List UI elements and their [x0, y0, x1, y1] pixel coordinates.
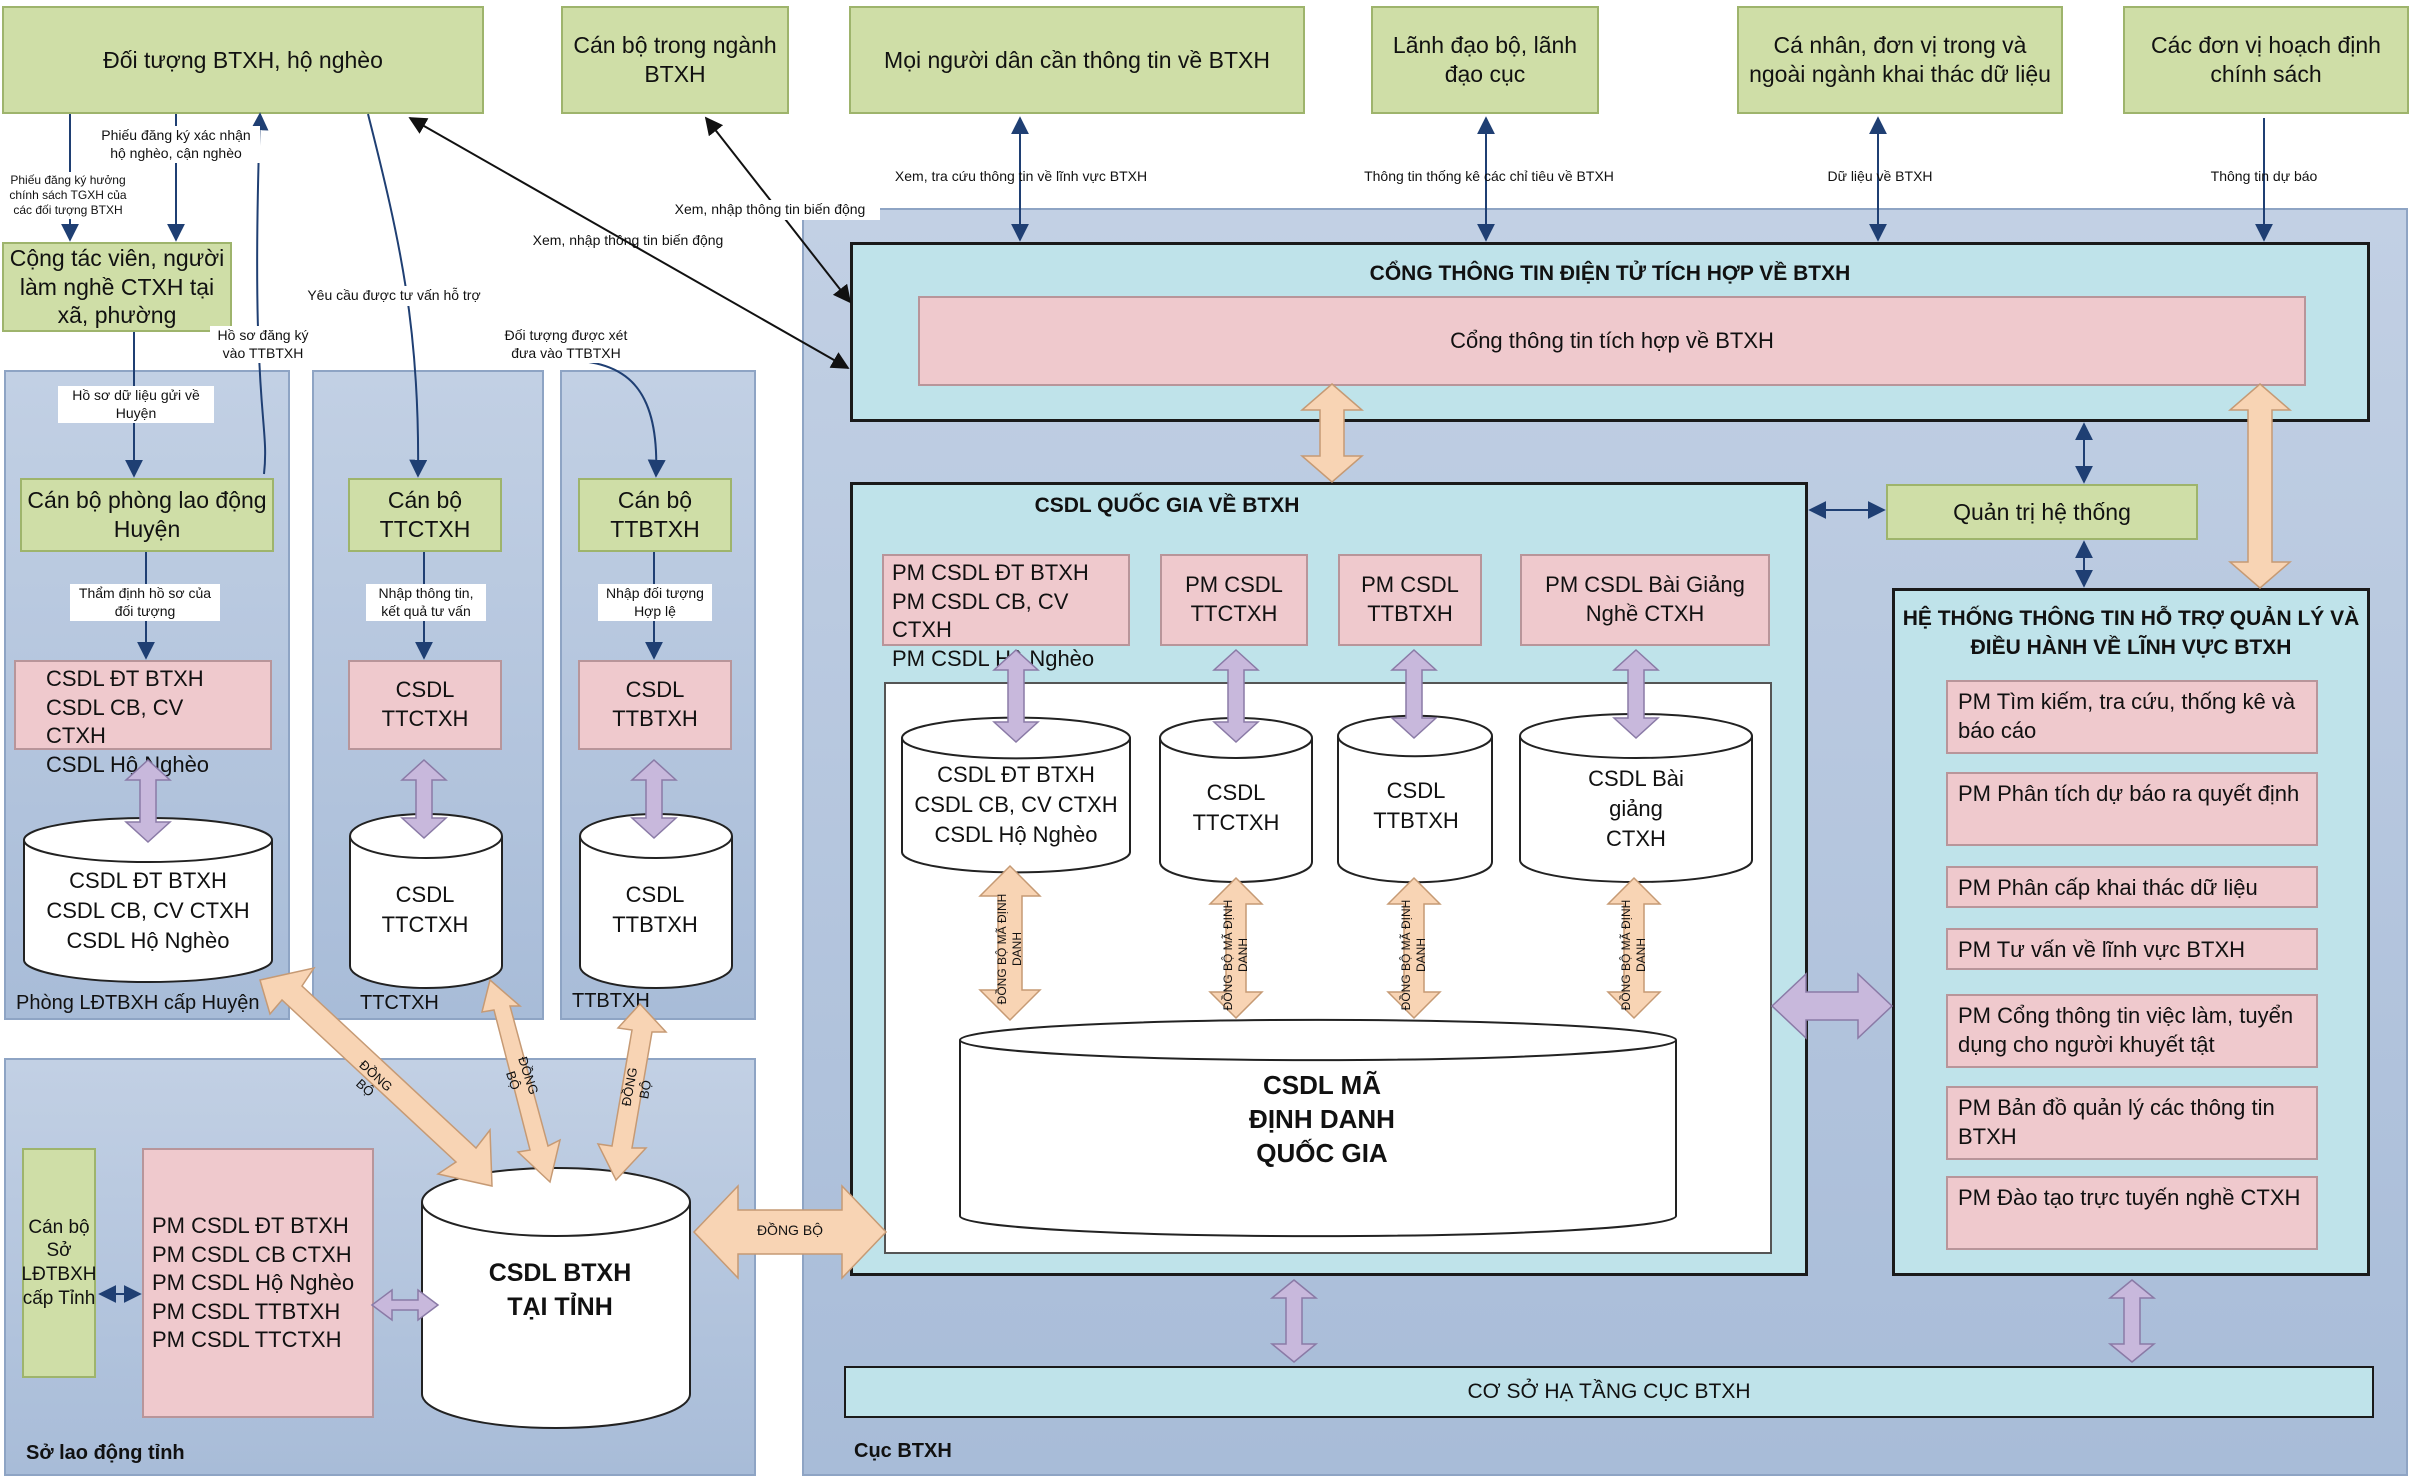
qg-cyl-text-1: CSDL TTCTXH	[1192, 780, 1280, 835]
qg-pm-2: PM CSDL TTBTXH	[1338, 554, 1482, 646]
ttbtxh-can-bo: Cán bộ TTBTXH	[578, 478, 732, 552]
lbl-tham-dinh: Thẩm định hồ sơ của đối tượng	[70, 584, 220, 621]
he-thong-item-2: PM Phân cấp khai thác dữ liệu	[1946, 866, 2318, 908]
lbl-ho-so-ttbtxh: Hồ sơ đăng ký vào TTBTXH	[210, 326, 316, 363]
he-thong-item-1: PM Phân tích dự báo ra quyết định	[1946, 772, 2318, 846]
lbl-phieu-xac-nhan: Phiếu đăng ký xác nhận hộ nghèo, cận ngh…	[92, 126, 260, 163]
qg-cyl-text-3: CSDL Bài giảng CTXH	[1588, 766, 1684, 851]
lbl-doi-tuong-xet: Đối tượng được xét đưa vào TTBTXH	[494, 326, 638, 363]
region-cuc-label: Cục BTXH	[854, 1440, 952, 1462]
lbl-xem-tra-cuu: Xem, tra cứu thông tin về lĩnh vực BTXH	[894, 168, 1148, 184]
huyen-pink-0: CSDL ĐT BTXH	[46, 666, 204, 691]
ttctxh-can-bo: Cán bộ TTCTXH	[348, 478, 502, 552]
ttctxh-cyl-text: CSDL TTCTXH	[381, 882, 469, 937]
lbl-dong-bo-ma-1: ĐỒNG BỘ MÃ ĐỊNH DANH	[995, 893, 1024, 1005]
lbl-xem-nhap-1: Xem, nhập thông tin biến động	[532, 232, 724, 248]
he-thong-item-0: PM Tìm kiếm, tra cứu, thống kê và báo cá…	[1946, 680, 2318, 754]
ttbtxh-cyl-text: CSDL TTBTXH	[612, 882, 698, 937]
region-ttbtxh-label: TTBTXH	[572, 990, 650, 1012]
huyen-csdl-pink: CSDL ĐT BTXH CSDL CB, CV CTXH CSDL Hộ Ng…	[14, 660, 272, 777]
tinh-pm-4: PM CSDL TTCTXH	[152, 1327, 342, 1353]
quan-tri-box: Quản trị hệ thống	[1886, 484, 2198, 540]
huyen-pink-1: CSDL CB, CV CTXH	[46, 694, 184, 749]
tinh-cyl-text: CSDL BTXH TẠI TỈNH	[488, 1259, 632, 1321]
he-thong-item-5: PM Bản đồ quản lý các thông tin BTXH	[1946, 1086, 2318, 1160]
huyen-cyl-1: CSDL CB, CV CTXH	[46, 898, 250, 924]
actor-nguoi-dan: Mọi người dân cần thông tin về BTXH	[849, 6, 1305, 114]
tinh-pm-2: PM CSDL Hộ Nghèo	[152, 1270, 355, 1296]
lbl-thong-ke: Thông tin thống kê các chỉ tiêu về BTXH	[1364, 168, 1614, 184]
region-huyen-label: Phòng LĐTBXH cấp Huyện	[16, 992, 260, 1014]
tinh-pm-0: PM CSDL ĐT BTXH	[152, 1213, 349, 1238]
tinh-pm-3: PM CSDL TTBTXH	[152, 1298, 341, 1324]
huyen-cyl-text: CSDL ĐT BTXH CSDL CB, CV CTXH CSDL Hộ Ng…	[24, 862, 272, 960]
actor-can-bo-nganh: Cán bộ trong ngành BTXH	[561, 6, 789, 114]
actor-ca-nhan: Cá nhân, đơn vị trong và ngoài ngành kha…	[1737, 6, 2063, 114]
ttbtxh-csdl-pink: CSDL TTBTXH	[578, 660, 732, 750]
csdl-qg-title: CSDL QUỐC GIA VỀ BTXH	[1034, 494, 1300, 517]
he-thong-item-3: PM Tư vấn về lĩnh vực BTXH	[1946, 928, 2318, 970]
qg-pm-3: PM CSDL Bài Giảng Nghề CTXH	[1520, 554, 1770, 646]
he-thong-item-6: PM Đào tạo trực tuyến nghề CTXH	[1946, 1176, 2318, 1250]
actor-lanh-dao: Lãnh đạo bộ, lãnh đạo cục	[1371, 6, 1599, 114]
qg-cyl-text-2: CSDL TTBTXH	[1373, 778, 1459, 833]
portal-inner: Cổng thông tin tích hợp về BTXH	[918, 296, 2306, 386]
lbl-phieu-chinh-sach: Phiếu đăng ký hưởng chính sách TGXH của …	[6, 172, 130, 219]
huyen-pink-2: CSDL Hộ Nghèo	[46, 751, 210, 777]
tinh-pm-box: PM CSDL ĐT BTXH PM CSDL CB CTXH PM CSDL …	[142, 1148, 374, 1418]
qg-pm-1: PM CSDL TTCTXH	[1160, 554, 1308, 646]
actor-hoach-dinh: Các đơn vị hoạch định chính sách	[2123, 6, 2409, 114]
lbl-du-lieu: Dữ liệu về BTXH	[1827, 168, 1933, 184]
huyen-cyl-0: CSDL ĐT BTXH	[69, 868, 227, 894]
ttctxh-csdl-pink: CSDL TTCTXH	[348, 660, 502, 750]
region-ttctxh-label: TTCTXH	[360, 992, 439, 1014]
lbl-yeu-cau: Yêu cầu được tư vấn hỗ trợ	[294, 286, 494, 306]
portal-title: CỔNG THÔNG TIN ĐIỆN TỬ TÍCH HỢP VỀ BTXH	[1369, 262, 1851, 285]
ha-tang-box: CƠ SỞ HẠ TẦNG CỤC BTXH	[844, 1366, 2374, 1418]
qg-pm-0: PM CSDL ĐT BTXH PM CSDL CB, CV CTXH PM C…	[882, 554, 1130, 671]
lbl-dong-bo-ma-2: ĐỒNG BỘ MÃ ĐỊNH DANH	[1221, 899, 1250, 1011]
ctv-box: Cộng tác viên, người làm nghề CTXH tại x…	[2, 242, 232, 332]
lbl-nhap-doi-tuong: Nhập đối tượng Hợp lệ	[598, 584, 712, 621]
region-tinh-label: Sở lao động tỉnh	[26, 1442, 185, 1464]
lbl-dong-bo-ma-3: ĐỒNG BỘ MÃ ĐỊNH DANH	[1399, 899, 1428, 1011]
lbl-dong-bo-tinh-cuc: ĐỒNG BỘ	[756, 1222, 824, 1238]
huyen-can-bo: Cán bộ phòng lao động Huyện	[20, 478, 274, 552]
lbl-dong-bo-ma-4: ĐỒNG BỘ MÃ ĐỊNH DANH	[1619, 899, 1648, 1011]
ma-dinh-danh-text: CSDL MÃ ĐỊNH DANH QUỐC GIA	[1249, 1070, 1395, 1168]
lbl-xem-nhap-2: Xem, nhập thông tin biến động	[660, 200, 880, 220]
huyen-cyl-2: CSDL Hộ Nghèo	[66, 927, 230, 953]
he-thong-item-4: PM Cổng thông tin việc làm, tuyển dụng c…	[1946, 994, 2318, 1068]
tinh-can-bo: Cán bộ Sở LĐTBXH cấp Tỉnh	[22, 1148, 97, 1378]
he-thong-title: HỆ THỐNG THÔNG TIN HỖ TRỢ QUẢN LÝ VÀ ĐIỀ…	[1902, 607, 2360, 660]
tinh-pm-1: PM CSDL CB CTXH	[152, 1241, 352, 1267]
lbl-du-bao: Thông tin dự báo	[2210, 168, 2318, 184]
lbl-nhap-thong-tin: Nhập thông tin, kết quả tư vấn	[366, 584, 486, 621]
actor-doi-tuong: Đối tượng BTXH, hộ nghèo	[2, 6, 484, 114]
lbl-ho-so-huyen: Hồ sơ dữ liệu gửi về Huyện	[58, 386, 214, 423]
qg-cyl-text-0: CSDL ĐT BTXH CSDL CB, CV CTXH CSDL Hộ Ng…	[914, 762, 1118, 847]
